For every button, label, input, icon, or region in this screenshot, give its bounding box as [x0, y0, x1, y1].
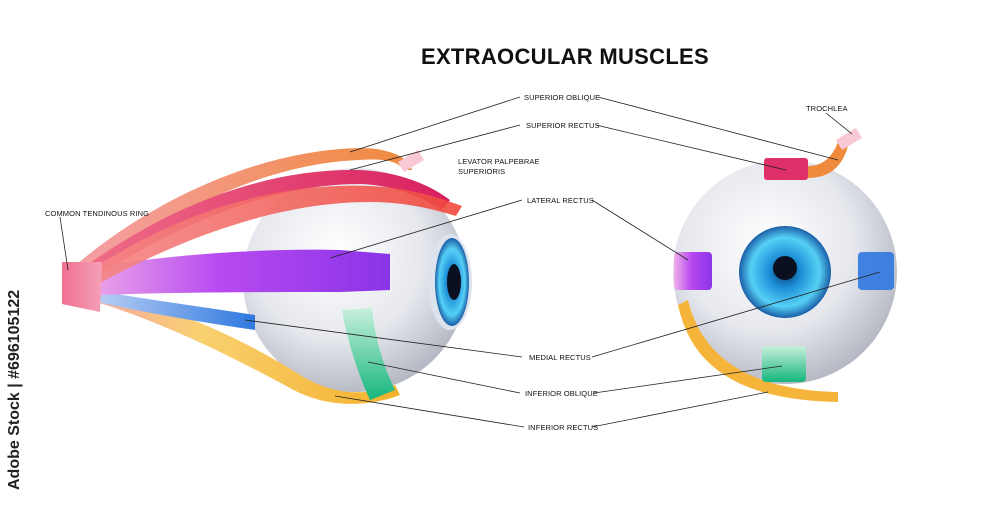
right-medial-rectus-muscle — [858, 252, 894, 290]
label-superior-oblique: SUPERIOR OBLIQUE — [524, 93, 600, 102]
left-pupil — [447, 264, 461, 300]
leader-superior-rectus-right — [596, 125, 786, 170]
anterior-view-eye — [673, 128, 897, 402]
label-inferior-rectus: INFERIOR RECTUS — [528, 423, 598, 432]
label-trochlea: TROCHLEA — [806, 104, 848, 113]
leader-inferior-rectus-right — [592, 392, 768, 427]
right-superior-rectus-muscle — [764, 158, 808, 180]
diagram-title: EXTRAOCULAR MUSCLES — [0, 44, 1000, 70]
leader-lateral-rectus-right — [592, 200, 688, 260]
label-inferior-oblique: INFERIOR OBLIQUE — [525, 389, 598, 398]
right-lateral-rectus-muscle — [674, 252, 712, 290]
label-superior-rectus: SUPERIOR RECTUS — [526, 121, 600, 130]
lateral-view-eye — [62, 148, 472, 404]
label-lateral-rectus: LATERAL RECTUS — [527, 196, 594, 205]
label-common-tendinous-ring: COMMON TENDINOUS RING — [45, 209, 149, 218]
right-pupil — [773, 256, 797, 280]
leader-trochlea — [826, 113, 852, 134]
right-inferior-oblique-muscle — [762, 346, 806, 382]
stock-watermark: Adobe Stock | #696105122 — [6, 290, 24, 490]
label-levator-line1: LEVATOR PALPEBRAE — [458, 157, 540, 166]
label-levator-line2: SUPERIORIS — [458, 167, 505, 176]
leader-inferior-rectus-left — [335, 396, 524, 427]
leader-superior-oblique-left — [350, 97, 520, 152]
label-medial-rectus: MEDIAL RECTUS — [529, 353, 591, 362]
leader-superior-oblique-right — [598, 97, 838, 160]
